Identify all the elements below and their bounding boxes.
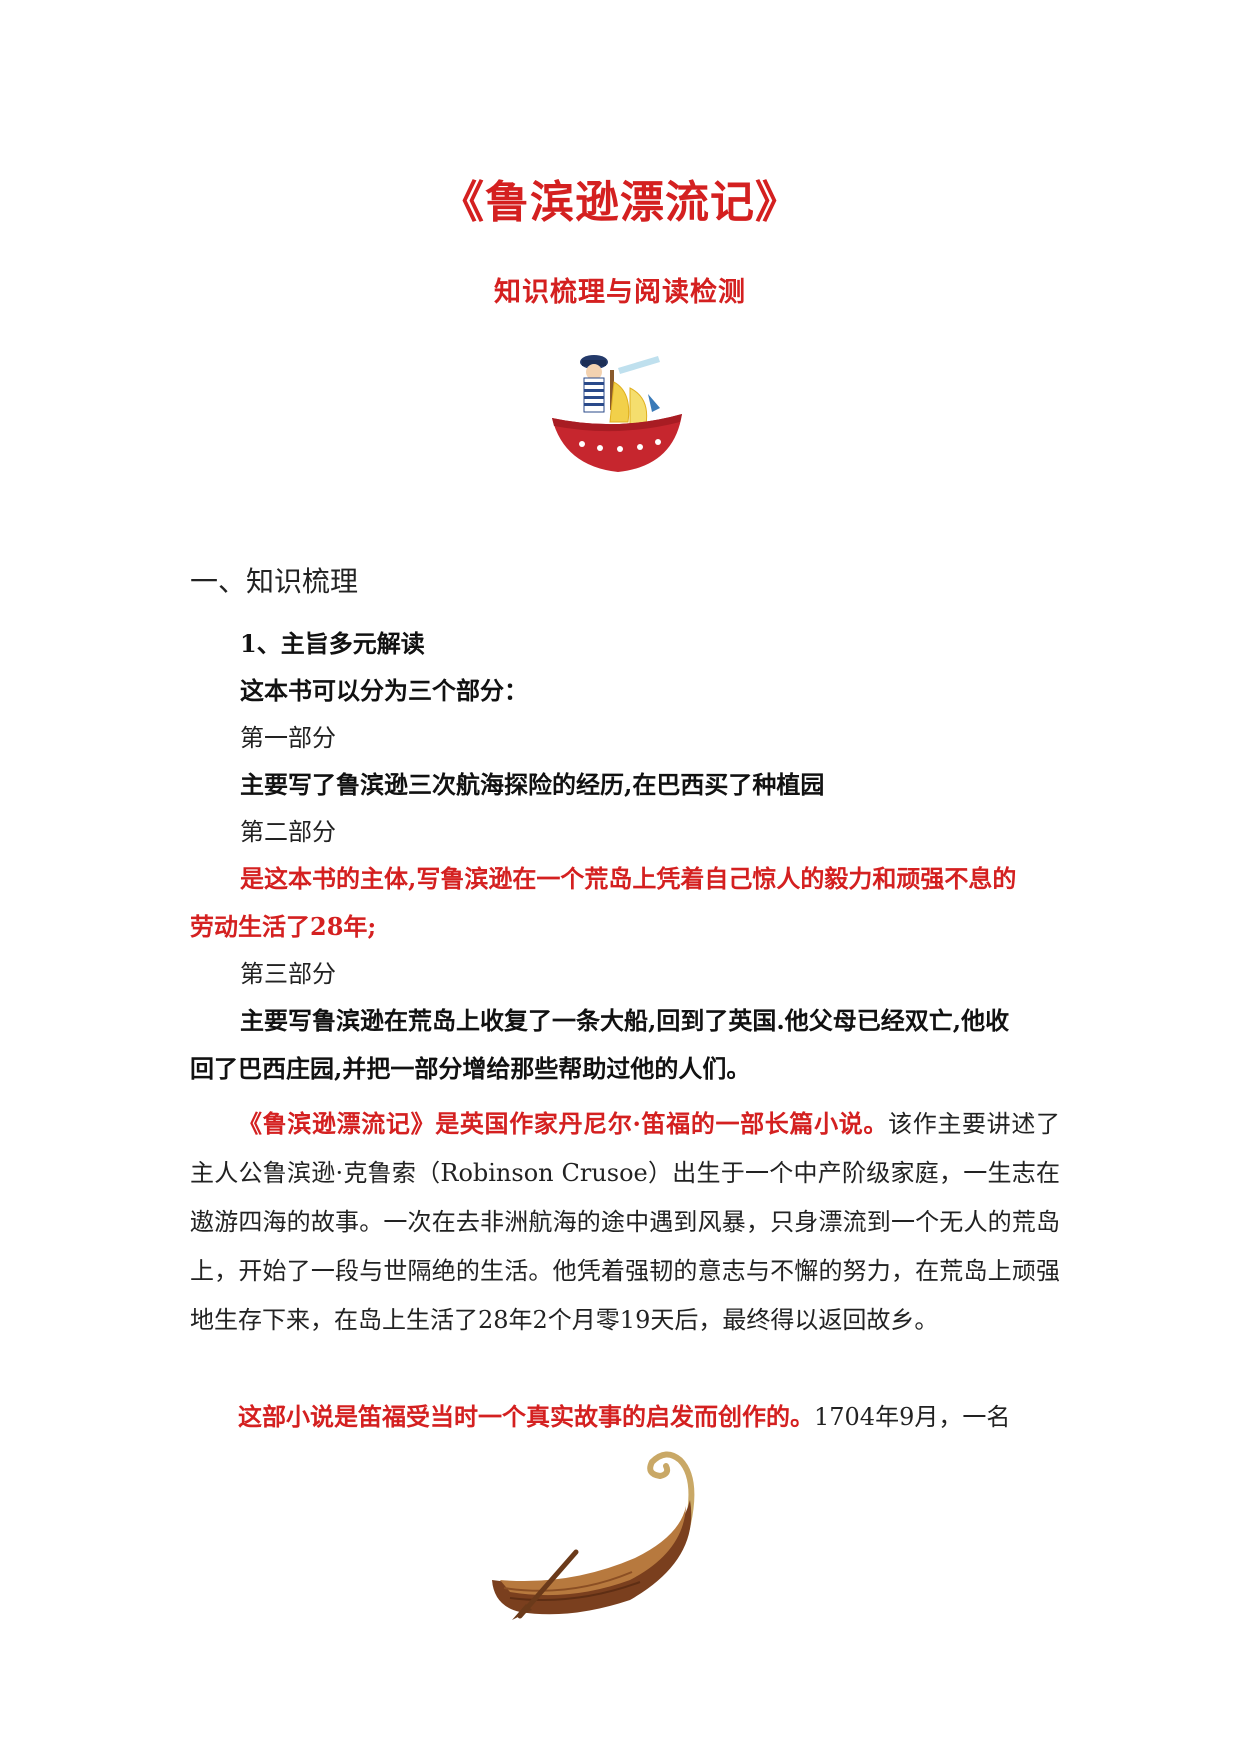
rowboat-illustration-icon <box>492 1451 695 1620</box>
item-heading: 1、主旨多元解读 <box>240 629 425 658</box>
paragraph-intro: 《鲁滨逊漂流记》是英国作家丹尼尔·笛福的一部长篇小说。该作主要讲述了主人公鲁滨逊… <box>190 1099 1060 1345</box>
document-subtitle: 知识梳理与阅读检测 <box>494 277 746 308</box>
part2-text-line2: 劳动生活了28年; <box>190 912 377 941</box>
part3-label: 第三部分 <box>240 960 336 988</box>
part2-text-line1: 是这本书的主体,写鲁滨逊在一个荒岛上凭着自己惊人的毅力和顽强不息的 <box>240 864 1017 893</box>
paragraph-intro-highlight: 《鲁滨逊漂流记》是英国作家丹尼尔·笛福的一部长篇小说。 <box>238 1109 889 1138</box>
section-heading-knowledge: 一、知识梳理 <box>190 565 359 598</box>
part2-label: 第二部分 <box>240 818 336 846</box>
paragraph-origin: 这部小说是笛福受当时一个真实故事的启发而创作的。1704年9月，一名 <box>190 1392 1060 1442</box>
part3-text-line1: 主要写鲁滨逊在荒岛上收复了一条大船,回到了英国.他父母已经双亡,他收 <box>240 1006 1010 1035</box>
paragraph-origin-highlight: 这部小说是笛福受当时一个真实故事的启发而创作的。 <box>238 1402 814 1431</box>
paragraph-intro-body: 该作主要讲述了主人公鲁滨逊·克鲁索（Robinson Crusoe）出生于一个中… <box>190 1110 1060 1334</box>
part1-label: 第一部分 <box>240 724 336 752</box>
part3-text-line2: 回了巴西庄园,并把一部分增给那些帮助过他的人们。 <box>190 1054 751 1083</box>
intro-text: 这本书可以分为三个部分： <box>240 676 528 705</box>
paragraph-origin-body: 1704年9月，一名 <box>814 1403 1011 1431</box>
part1-text: 主要写了鲁滨逊三次航海探险的经历,在巴西买了种植园 <box>240 770 825 799</box>
document-title: 《鲁滨逊漂流记》 <box>440 177 800 228</box>
ship-illustration-icon <box>552 355 682 472</box>
